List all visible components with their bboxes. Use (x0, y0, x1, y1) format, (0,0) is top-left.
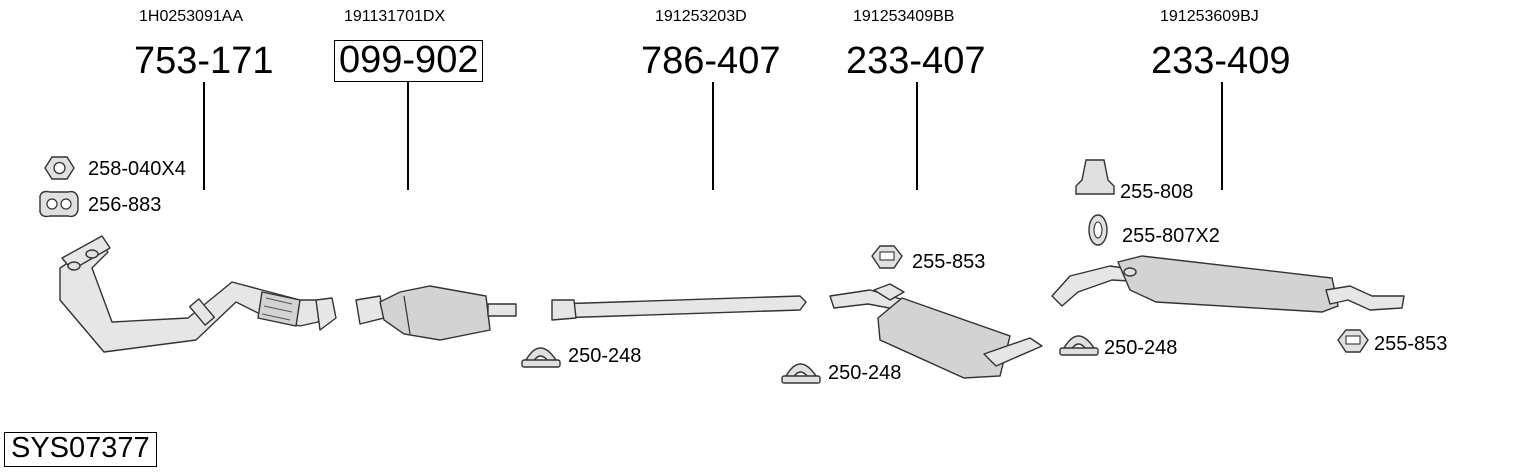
accessory-label: 250-248 (1104, 337, 1178, 359)
rubber-mount-icon (871, 245, 903, 269)
oem-number: 191131701DX (344, 8, 446, 25)
oem-number: 191253203D (655, 8, 747, 25)
accessory-label: 255-808 (1120, 181, 1194, 203)
oem-number: 1H0253091AA (139, 8, 244, 25)
part-number: 233-407 (846, 40, 986, 82)
accessory-label: 258-040X4 (88, 158, 186, 180)
system-code: SYS07377 (4, 432, 157, 467)
oem-number: 191253409BB (853, 8, 955, 25)
rear-silencer-233-409 (1051, 255, 1405, 313)
hex-nut-icon (44, 156, 75, 180)
accessory-label: 250-248 (828, 362, 902, 384)
rubber-mount-icon (1337, 329, 1369, 353)
part-number-highlighted: 099-902 (334, 40, 484, 82)
rubber-ring-icon (1088, 214, 1108, 246)
pipe-clamp-icon (781, 363, 821, 384)
accessory-label: 256-883 (88, 194, 162, 216)
oem-number: 191253609BJ (1160, 8, 1259, 25)
part-number: 233-409 (1151, 40, 1291, 82)
part-number: 786-407 (641, 40, 781, 82)
front-pipe-753-171 (59, 235, 337, 353)
pipe-clamp-icon (1059, 335, 1099, 356)
catalytic-converter-099-902 (355, 285, 517, 341)
front-silencer-233-407 (829, 283, 1043, 379)
accessory-label: 255-853 (1374, 333, 1448, 355)
accessory-label: 255-853 (912, 251, 986, 273)
accessory-label: 255-807X2 (1122, 225, 1220, 247)
rubber-buffer-icon (1075, 159, 1115, 195)
middle-pipe-786-407 (551, 295, 807, 321)
part-number: 753-171 (134, 40, 274, 82)
flange-gasket-icon (39, 190, 79, 218)
accessory-label: 250-248 (568, 345, 642, 367)
pipe-clamp-icon (521, 347, 561, 368)
